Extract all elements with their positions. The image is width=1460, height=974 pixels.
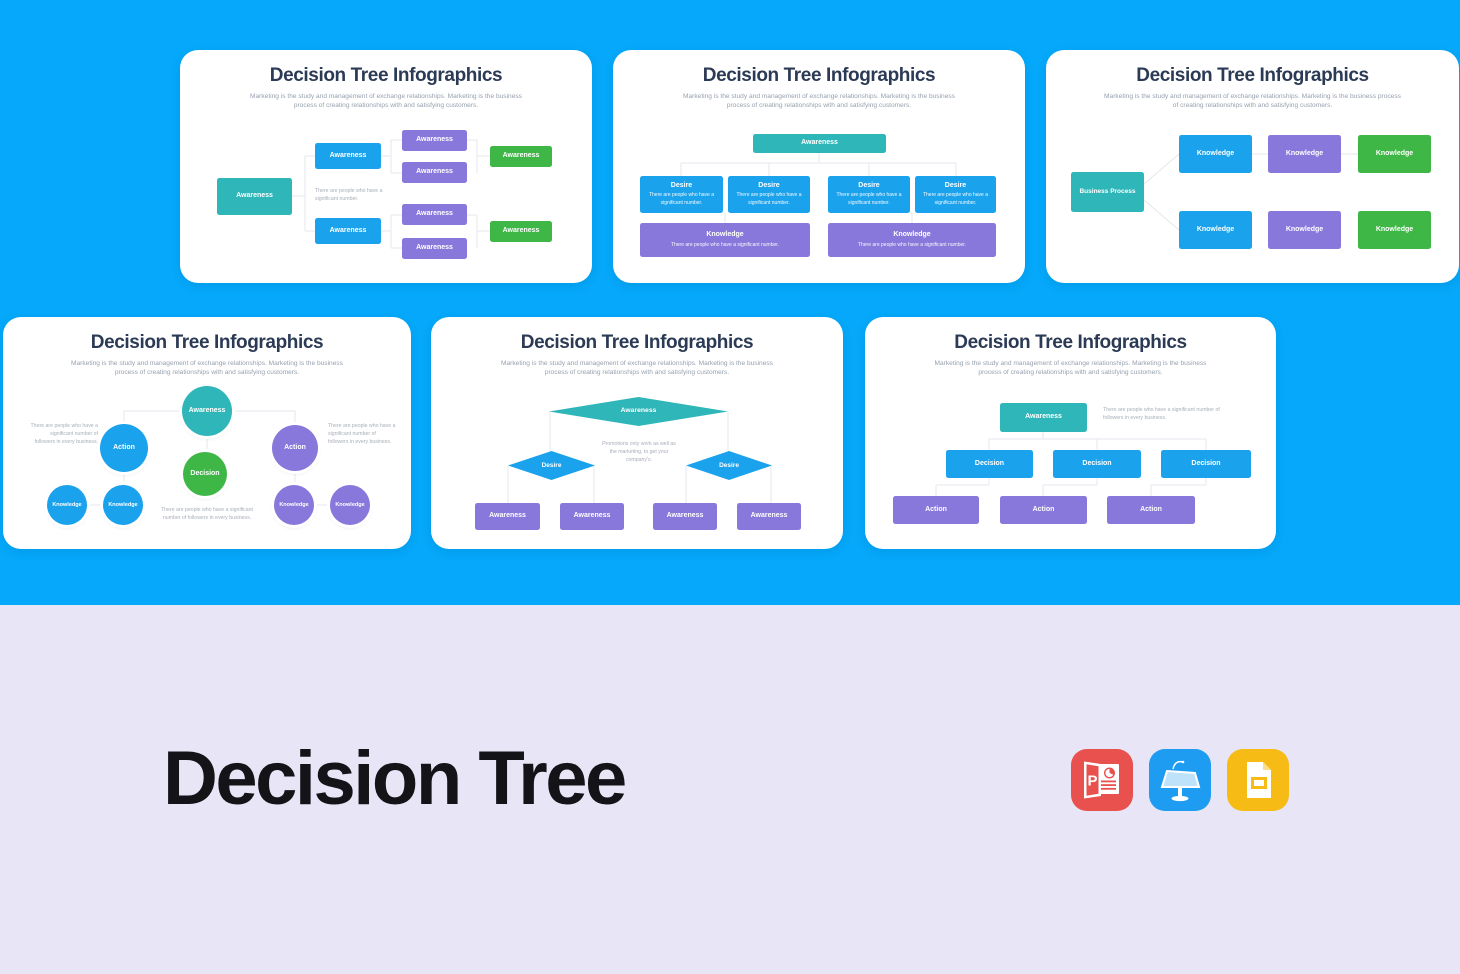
tree-node-leaf: Awareness — [402, 204, 467, 225]
process-node: Knowledge — [1268, 211, 1341, 249]
levels-node-action: Action — [1107, 496, 1195, 524]
diamond-leaf: Awareness — [653, 503, 717, 530]
node-note: There are people who have a significant … — [670, 241, 780, 248]
format-icons: P — [1071, 749, 1289, 811]
org-node-knowledge: Knowledge There are people who have a si… — [640, 223, 810, 257]
card-title: Decision Tree Infographics — [702, 65, 936, 86]
levels-node-root: Awareness — [1000, 403, 1087, 432]
hero-section: Decision Tree Infographics Marketing is … — [0, 0, 1460, 605]
org-node-root: Awareness — [753, 134, 886, 153]
org-node-desire: Desire There are people who have a signi… — [640, 176, 723, 213]
card-subtitle: Marketing is the study and management of… — [501, 360, 773, 377]
process-node: Knowledge — [1358, 211, 1431, 249]
circle-node-knowledge: Knowledge — [274, 485, 314, 525]
tree-node-leaf: Awareness — [402, 162, 467, 183]
infographic-card-levels: Decision Tree Infographics Marketing is … — [865, 317, 1276, 549]
tree-node-branch: Awareness — [315, 143, 381, 169]
process-node: Knowledge — [1179, 135, 1252, 173]
node-label: Knowledge — [893, 231, 931, 239]
card-subtitle: Marketing is the study and management of… — [683, 93, 955, 110]
node-note: There are people who have a significant … — [648, 192, 715, 206]
levels-node-decision: Decision — [946, 450, 1033, 478]
tree-node-leaf: Awareness — [402, 130, 467, 151]
process-node: Knowledge — [1179, 211, 1252, 249]
tree-note: There are people who have a significant … — [315, 188, 383, 202]
diamond-node-root: Awareness — [549, 397, 728, 426]
infographic-card-top-down: Decision Tree Infographics Marketing is … — [613, 50, 1025, 283]
circle-node-action: Action — [100, 424, 148, 472]
card-subtitle: Marketing is the study and management of… — [934, 360, 1207, 377]
infographic-card-diamonds: Decision Tree Infographics Marketing is … — [431, 317, 843, 549]
process-node-root: Business Process — [1071, 172, 1144, 212]
process-node: Knowledge — [1358, 135, 1431, 173]
levels-node-decision: Decision — [1053, 450, 1141, 478]
circle-node-action: Action — [272, 425, 318, 471]
card-subtitle: Marketing is the study and management of… — [250, 93, 522, 110]
circle-node-knowledge: Knowledge — [330, 485, 370, 525]
infographic-card-horizontal-tree: Decision Tree Infographics Marketing is … — [180, 50, 592, 283]
diamond-node-desire: Desire — [686, 451, 772, 480]
infographic-card-circles: Decision Tree Infographics Marketing is … — [3, 317, 411, 549]
node-note: There are people who have a significant … — [736, 192, 802, 206]
diamond-leaf: Awareness — [475, 503, 540, 530]
tree-node-result: Awareness — [490, 146, 552, 167]
tree-node-branch: Awareness — [315, 218, 381, 244]
node-note: There are people who have a significant … — [857, 241, 967, 248]
card-title: Decision Tree Infographics — [520, 332, 754, 353]
levels-node-decision: Decision — [1161, 450, 1251, 478]
tree-node-result: Awareness — [490, 221, 552, 242]
levels-node-action: Action — [1000, 496, 1087, 524]
org-node-desire: Desire There are people who have a signi… — [828, 176, 910, 213]
node-label: Knowledge — [706, 231, 744, 239]
node-label: Desire — [944, 182, 967, 190]
keynote-icon — [1149, 749, 1211, 811]
org-node-desire: Desire There are people who have a signi… — [915, 176, 996, 213]
diamond-leaf: Awareness — [737, 503, 801, 530]
card-subtitle: Marketing is the study and management of… — [71, 360, 343, 377]
node-label: Desire — [758, 182, 780, 190]
levels-note: There are people who have a significant … — [1103, 407, 1220, 421]
circles-note-left: There are people who have a significant … — [30, 423, 98, 445]
circle-node-knowledge: Knowledge — [103, 485, 143, 525]
card-title: Decision Tree Infographics — [90, 332, 324, 353]
circle-node-awareness: Awareness — [182, 386, 232, 436]
diamonds-note: Promotions only work as well as the mark… — [602, 441, 676, 463]
levels-node-action: Action — [893, 496, 979, 524]
svg-text:P: P — [1087, 773, 1097, 790]
powerpoint-icon: P — [1071, 749, 1133, 811]
card-subtitle: Marketing is the study and management of… — [1104, 93, 1401, 110]
page-title: Decision Tree — [163, 736, 627, 821]
google-slides-icon — [1227, 749, 1289, 811]
card-title: Decision Tree Infographics — [269, 65, 503, 86]
circle-node-decision: Decision — [183, 452, 227, 496]
circle-node-knowledge: Knowledge — [47, 485, 87, 525]
card-title: Decision Tree Infographics — [954, 332, 1187, 353]
footer-section: Decision Tree P — [0, 605, 1460, 974]
tree-node-root: Awareness — [217, 178, 292, 215]
node-label: Desire — [670, 182, 693, 190]
node-note: There are people who have a significant … — [836, 192, 902, 206]
diamond-leaf: Awareness — [560, 503, 624, 530]
org-node-knowledge: Knowledge There are people who have a si… — [828, 223, 996, 257]
node-label: Desire — [858, 182, 880, 190]
node-note: There are people who have a significant … — [922, 192, 989, 206]
card-title: Decision Tree Infographics — [1136, 65, 1369, 86]
org-node-desire: Desire There are people who have a signi… — [728, 176, 810, 213]
circles-note-right: There are people who have a significant … — [328, 423, 396, 445]
tree-node-leaf: Awareness — [402, 238, 467, 259]
process-node: Knowledge — [1268, 135, 1341, 173]
diamond-node-desire: Desire — [508, 451, 595, 480]
infographic-card-process-rows: Decision Tree Infographics Marketing is … — [1046, 50, 1459, 283]
circles-note-bottom: There are people who have a significant … — [161, 507, 253, 521]
